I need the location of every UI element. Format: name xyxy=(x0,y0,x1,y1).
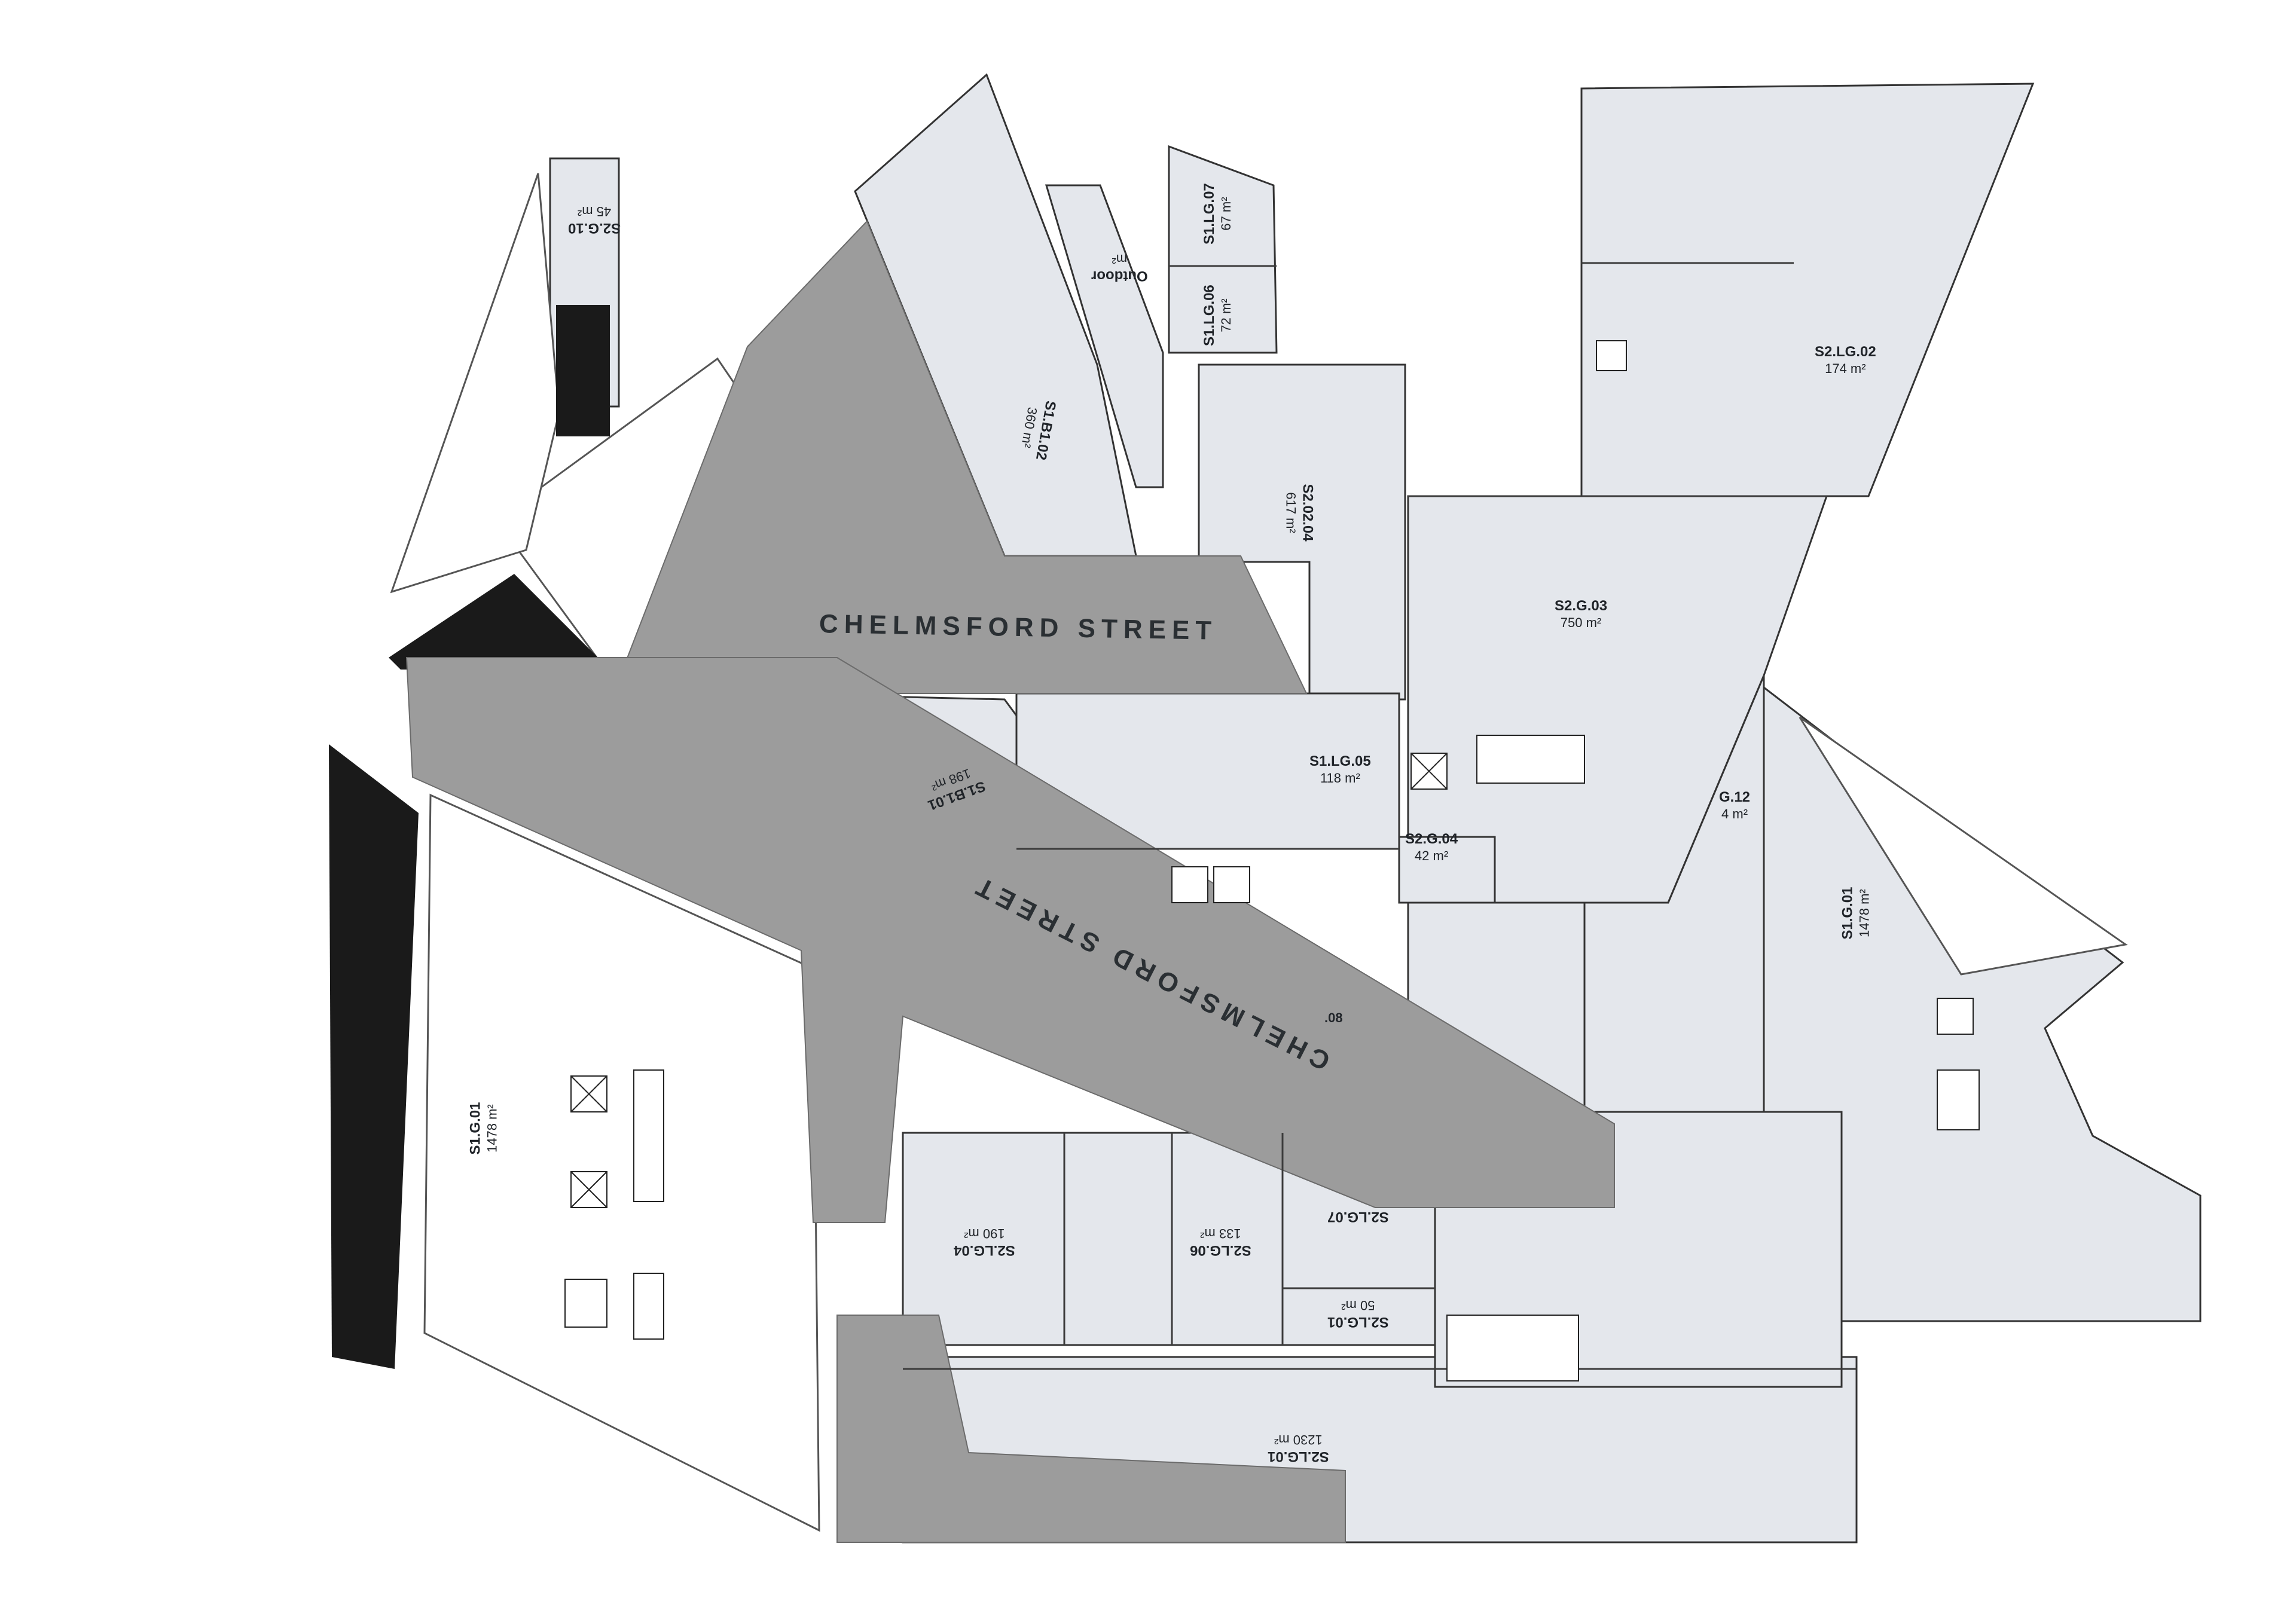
unit-area: 42 m² xyxy=(1414,848,1449,863)
unit-label-s1-lg06: S1.LG.06 72 m² xyxy=(1201,285,1234,346)
unit-code: S2.LG.07 xyxy=(1327,1208,1389,1225)
unit-code: S2.G.10 xyxy=(568,220,621,237)
unit-area: 617 m² xyxy=(1283,492,1299,533)
interior-lines xyxy=(903,262,1857,1370)
unit-code: S1.LG.06 xyxy=(1201,285,1217,346)
unit-area: 67 m² xyxy=(1218,197,1234,231)
unit-label-s2-lg01-big: S2.LG.01 1230 m² xyxy=(1268,1432,1329,1465)
unit-s1-lg07-block xyxy=(1168,145,1278,354)
stair-symbol-1 xyxy=(564,1279,607,1328)
toilet-block-3 xyxy=(633,1273,664,1340)
unit-area: 4 m² xyxy=(1721,806,1748,821)
wall-left-long xyxy=(329,744,419,1369)
unit-area: 45 m² xyxy=(577,204,612,219)
unit-label-s1-lg07: S1.LG.07 67 m² xyxy=(1201,183,1234,244)
unit-label-s2-lg06: S2.LG.06 133 m² xyxy=(1190,1225,1251,1258)
unit-area: 190 m² xyxy=(964,1226,1005,1242)
unit-label-g12: G.12 4 m² xyxy=(1719,789,1750,822)
unit-area: 133 m² xyxy=(1200,1226,1241,1242)
lift-symbol-5 xyxy=(1213,866,1250,903)
unit-label-s2-g04: S2.G.04 42 m² xyxy=(1405,831,1458,864)
lift-symbol-4 xyxy=(1171,866,1208,903)
unit-area: 50 m² xyxy=(1341,1298,1375,1313)
unit-label-outdoor: Outdoor m² xyxy=(1091,251,1148,284)
unit-area: 174 m² xyxy=(1825,360,1866,376)
unit-label-s2-g03: S2.G.03 750 m² xyxy=(1555,598,1607,631)
lift-symbol-6 xyxy=(1596,340,1627,371)
unit-code: S2.G.04 xyxy=(1405,831,1458,847)
unit-area: 118 m² xyxy=(1320,770,1360,785)
lift-cross-1b xyxy=(570,1075,607,1112)
unit-code: S2.LG.06 xyxy=(1190,1242,1251,1259)
unit-area: 750 m² xyxy=(1560,615,1602,630)
right-wedge xyxy=(1799,716,2128,976)
stair-symbol-2 xyxy=(1446,1315,1579,1381)
lift-cross-3b xyxy=(1410,753,1448,790)
unit-area: 1478 m² xyxy=(484,1104,500,1153)
unit-s2-lg02-block xyxy=(1580,82,2035,497)
street-bottom-curve xyxy=(836,1315,1346,1543)
wall-top-left xyxy=(389,574,610,670)
unit-area: 1478 m² xyxy=(1857,889,1872,937)
stair-symbol-3 xyxy=(1937,1069,1980,1130)
unit-code: Outdoor xyxy=(1091,268,1148,285)
street-diagonal xyxy=(405,657,1615,1223)
unit-code: S2.LG.01 xyxy=(1327,1314,1389,1331)
toilet-block-2 xyxy=(633,1069,664,1202)
stair-lift-symbols xyxy=(564,340,1980,1381)
unit-code: G.12 xyxy=(1719,789,1751,805)
lift-symbol-7 xyxy=(1937,998,1974,1035)
unit-code: S2.LG.01 xyxy=(1268,1448,1329,1465)
unit-label-s2-lg01-small: S2.LG.01 50 m² xyxy=(1327,1297,1389,1330)
unit-label-s1-g01-right: S1.G.01 1478 m² xyxy=(1839,887,1872,940)
unit-code: S2.02.04 xyxy=(1299,484,1316,542)
unit-code: S2.LG.02 xyxy=(1815,344,1876,360)
unit-area: 1230 m² xyxy=(1274,1432,1323,1448)
unit-label-s2-lg04: S2.LG.04 190 m² xyxy=(954,1225,1015,1258)
unit-label-s1-g01-left: S1.G.01 1478 m² xyxy=(467,1102,500,1155)
unit-area: m² xyxy=(1112,252,1128,267)
unit-code: S1.G.01 xyxy=(467,1102,484,1155)
s1-g01-left-space xyxy=(423,793,820,1532)
unit-label-s2-g10: S2.G.10 45 m² xyxy=(568,203,621,236)
unit-code: S2.G.03 xyxy=(1555,598,1608,614)
unit-outdoor-block xyxy=(1045,184,1164,488)
open-spaces xyxy=(390,173,2128,1532)
unit-code: S1.LG.07 xyxy=(1201,183,1217,244)
unit-code: S1.LG.05 xyxy=(1309,753,1371,769)
unit-code: S1.G.01 xyxy=(1839,887,1856,940)
black-walls xyxy=(329,305,610,1369)
unit-code: S2.LG.04 xyxy=(954,1242,1015,1259)
unit-label-s2-lg07: S2.LG.07 xyxy=(1327,1208,1389,1225)
wall-s2-g10 xyxy=(556,305,610,436)
unit-label-s1-lg05: S1.LG.05 118 m² xyxy=(1309,753,1371,786)
lift-cross-2b xyxy=(570,1171,607,1208)
street-paths xyxy=(405,220,1615,1543)
unit-label-fragment-08: .08 xyxy=(1324,1010,1343,1025)
unit-area: 72 m² xyxy=(1218,298,1234,332)
unit-label-s2-lg02: S2.LG.02 174 m² xyxy=(1815,344,1876,377)
unit-label-s2-0204: S2.02.04 617 m² xyxy=(1283,484,1316,542)
toilet-block-1 xyxy=(1476,735,1585,784)
